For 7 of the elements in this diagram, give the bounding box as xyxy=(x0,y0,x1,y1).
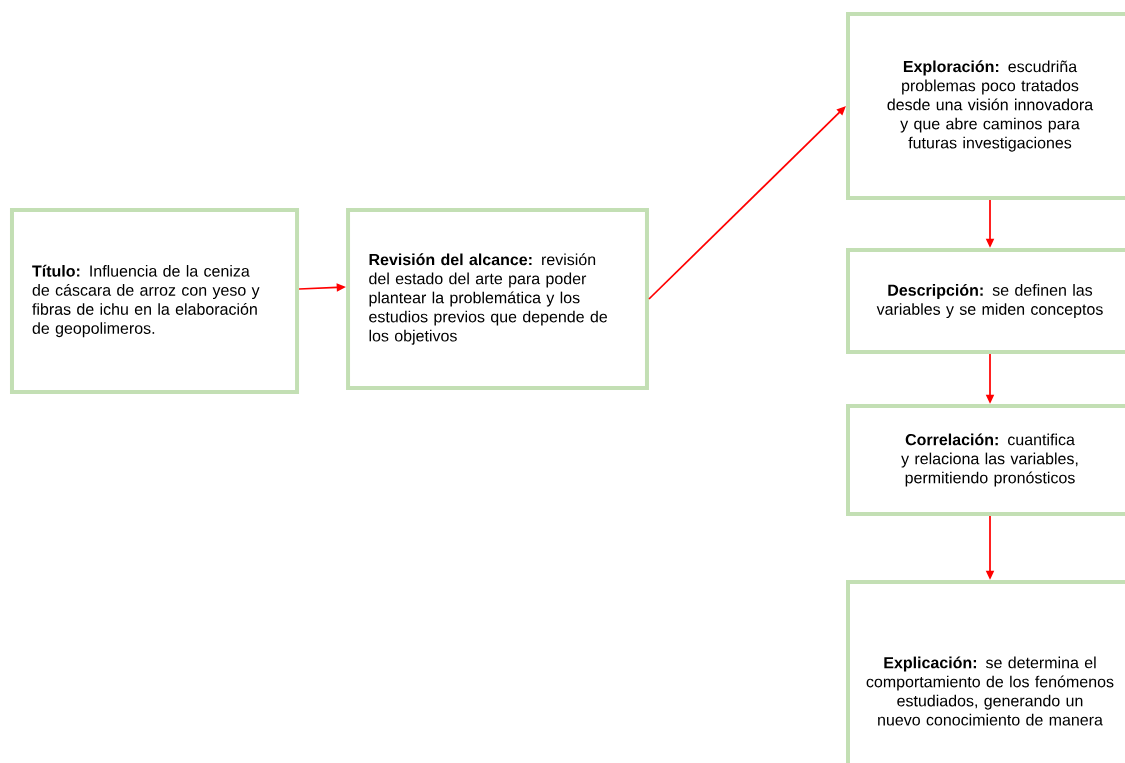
text-box: Explicación: se determina el comportamiento de los fenómenos estudiados, generando un nuevo conocimiento de manera xyxy=(846,580,1125,763)
text-box: Título: Influencia de la ceniza de cáscara de arroz con yeso y fibras de ichu en la elaboración de geopolimeros. xyxy=(9,208,300,394)
text-box: Exploración: escudriña problemas poco tratados desde una visión innovadora y que abre caminos para futuras investigaciones xyxy=(846,12,1125,200)
arrow xyxy=(648,106,846,300)
text-box: Correlación: cuantifica y relaciona las variables, permitiendo pronósticos xyxy=(846,404,1125,516)
text-box: Revisión del alcance: revisión del estado del arte para poder plantear la problemática y los estudios previos que depende de los objetivos xyxy=(346,208,649,390)
text-box: Descripción: se definen las variables y se miden conceptos xyxy=(846,248,1125,354)
